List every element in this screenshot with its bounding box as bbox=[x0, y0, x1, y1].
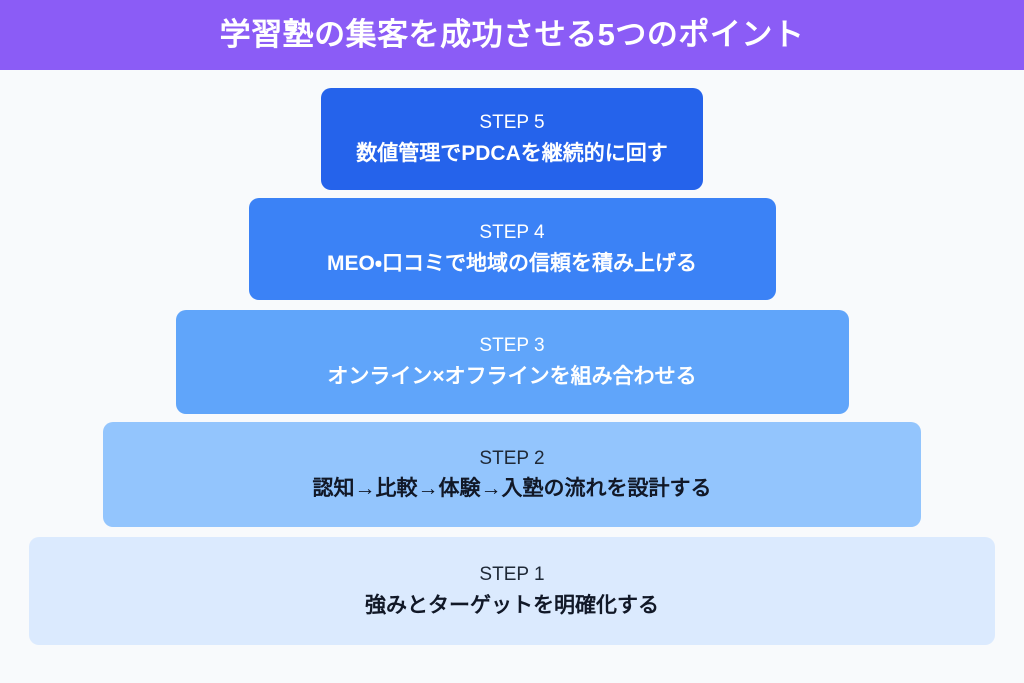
step-box-step-4[interactable]: STEP 4 MEO・口コミで地域の信頼を積み上げる bbox=[248, 198, 776, 300]
step-box-step-2[interactable]: STEP 2 認知→比較→体験→入塾の流れを設計する bbox=[103, 422, 921, 527]
step-label-step-1: STEP 1 bbox=[479, 564, 545, 585]
step-text-step-5: 数値管理でPDCAを継続的に回す bbox=[356, 141, 668, 165]
step-text-step-3: オンライン×オフラインを組み合わせる bbox=[327, 364, 697, 388]
step-label-step-5: STEP 5 bbox=[479, 112, 545, 133]
step-box-step-3[interactable]: STEP 3 オンライン×オフラインを組み合わせる bbox=[175, 310, 849, 414]
step-label-step-2: STEP 2 bbox=[479, 447, 545, 469]
pyramid-row-step-3: STEP 3 オンライン×オフラインを組み合わせる bbox=[0, 310, 1024, 414]
pyramid-row-step-5: STEP 5 数値管理でPDCAを継続的に回す bbox=[0, 88, 1024, 190]
step-text-step-2: 認知→比較→体験→入塾の流れを設計する bbox=[312, 477, 712, 501]
header-banner: 学習塾の集客を成功させる5つのポイント bbox=[0, 0, 1024, 70]
pyramid-diagram: STEP 5 数値管理でPDCAを継続的に回す STEP 4 MEO・口コミで地… bbox=[0, 70, 1024, 683]
step-label-step-4: STEP 4 bbox=[479, 222, 545, 243]
pyramid-row-step-4: STEP 4 MEO・口コミで地域の信頼を積み上げる bbox=[0, 198, 1024, 300]
page-title: 学習塾の集客を成功させる5つのポイント bbox=[219, 16, 805, 52]
step-box-step-5[interactable]: STEP 5 数値管理でPDCAを継続的に回す bbox=[321, 88, 703, 190]
pyramid-row-step-1: STEP 1 強みとターゲットを明確化する bbox=[0, 537, 1024, 645]
step-label-step-3: STEP 3 bbox=[479, 335, 545, 356]
step-text-step-4: MEO・口コミで地域の信頼を積み上げる bbox=[327, 251, 697, 275]
step-text-step-1: 強みとターゲットを明確化する bbox=[365, 593, 659, 617]
pyramid-row-step-2: STEP 2 認知→比較→体験→入塾の流れを設計する bbox=[0, 422, 1024, 527]
step-box-step-1[interactable]: STEP 1 強みとターゲットを明確化する bbox=[29, 537, 995, 645]
